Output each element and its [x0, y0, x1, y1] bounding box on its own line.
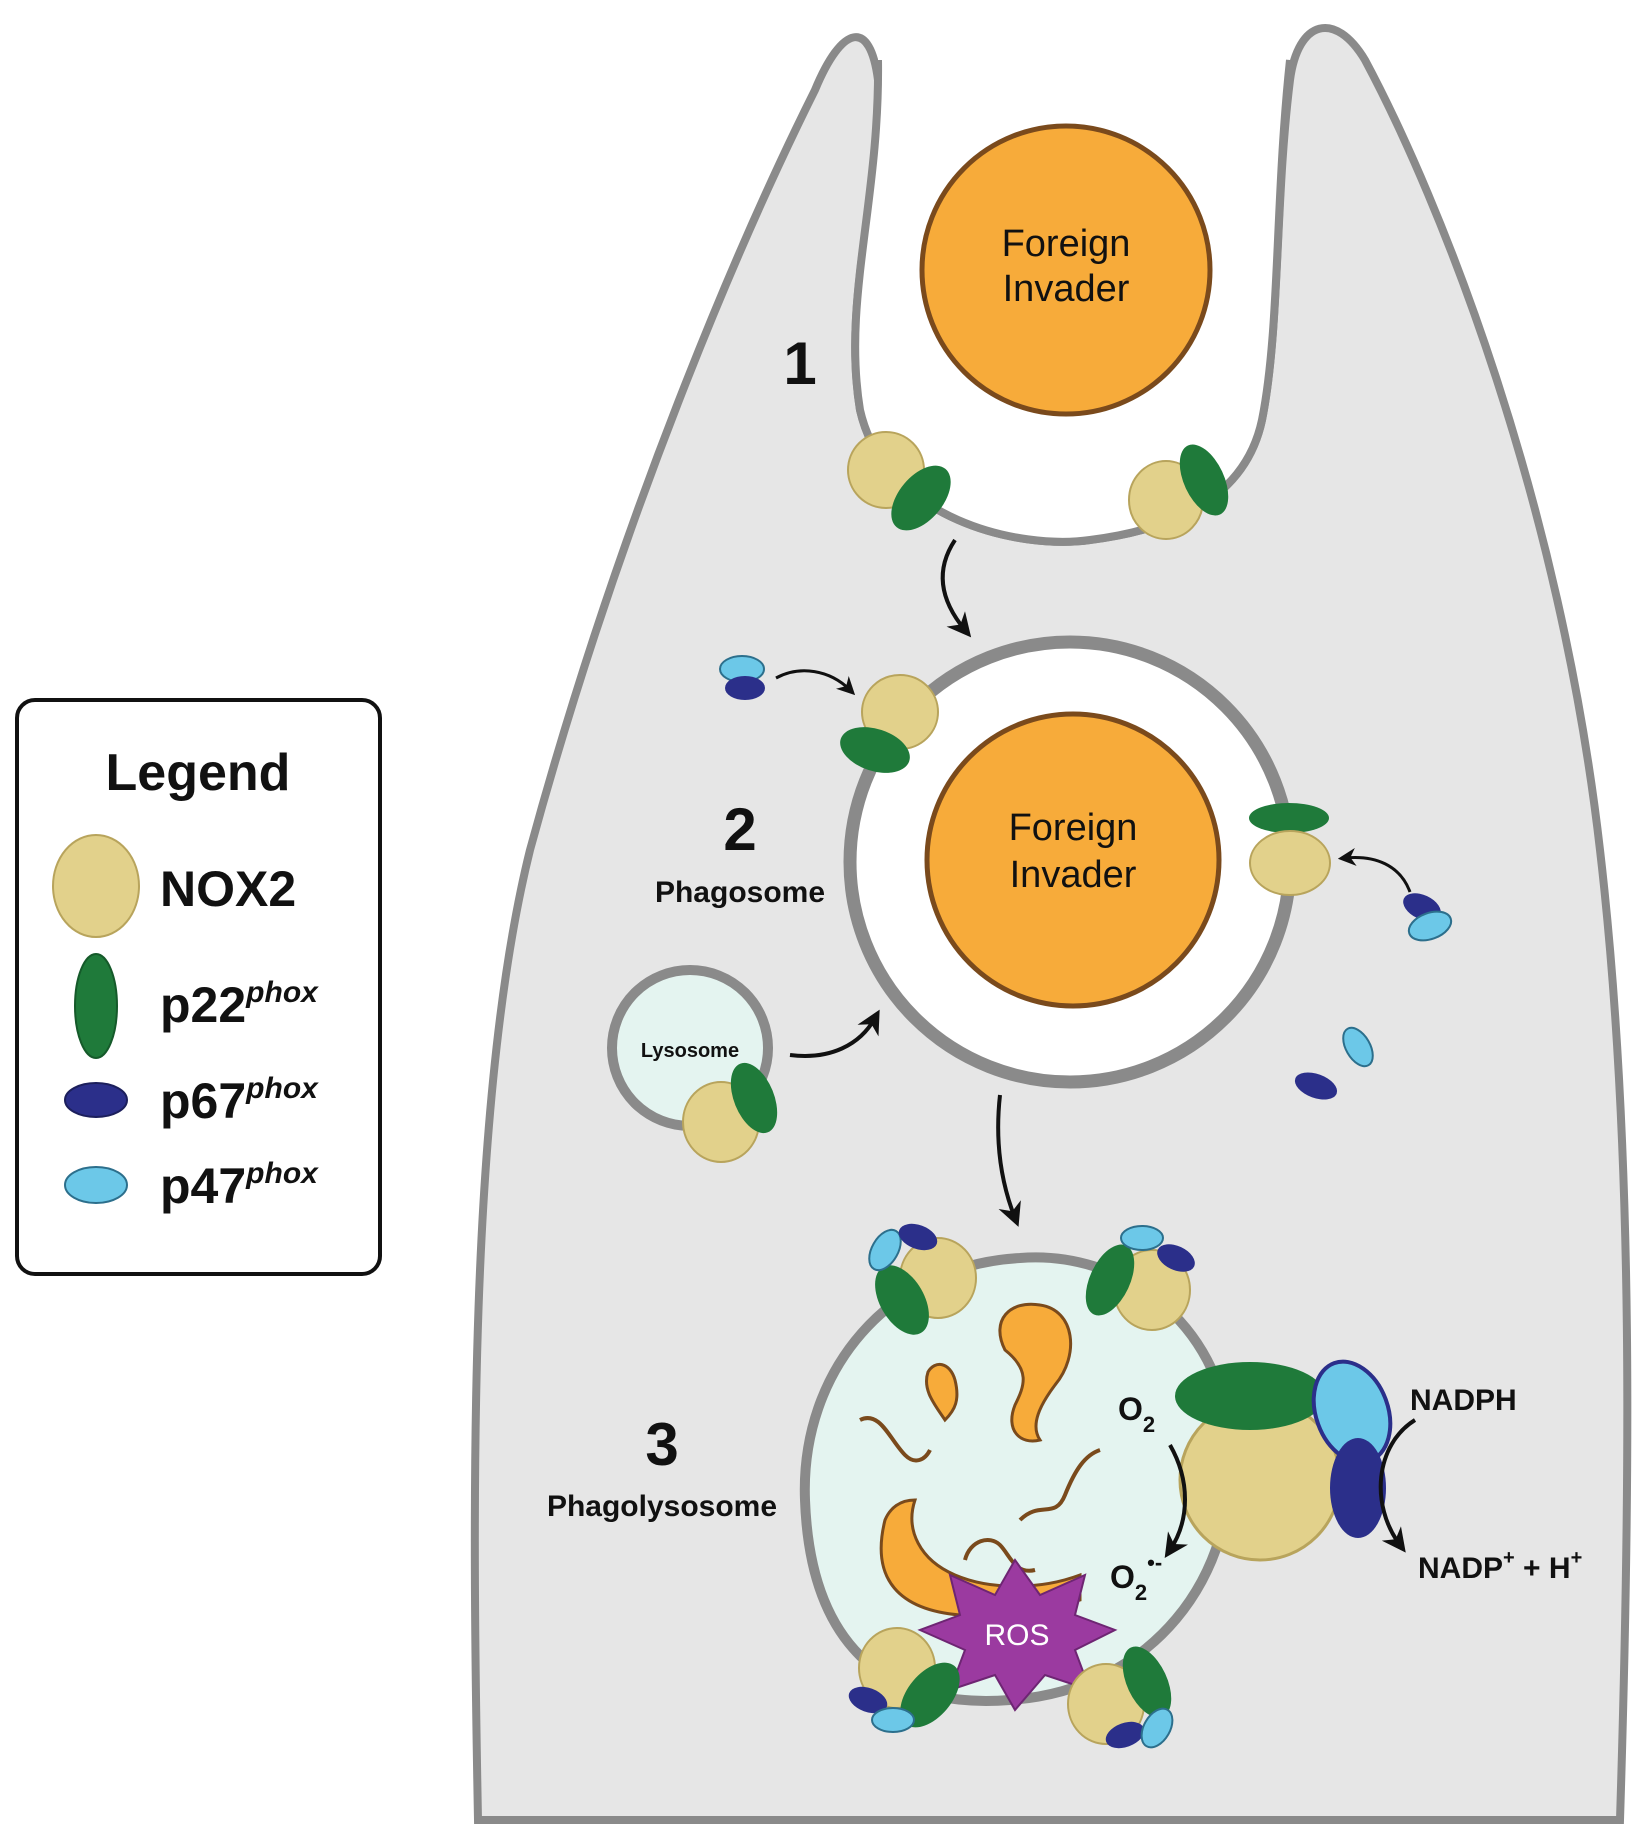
p67-protein: [1294, 1072, 1338, 1100]
superoxide-label: O: [1110, 1559, 1135, 1595]
p67-protein-active: [1330, 1438, 1386, 1538]
p22-protein: [891, 465, 951, 531]
invader-1-line1: Foreign: [1002, 223, 1131, 265]
ros-label: ROS: [984, 1619, 1049, 1652]
legend-p47-label: p47: [160, 1158, 246, 1214]
step-2: Foreign Invader 2 Phagosome Lysosome: [607, 635, 1453, 1163]
legend-p47-sup: phox: [245, 1157, 319, 1190]
step-2-number: 2: [723, 796, 756, 863]
p22-protein: [1179, 444, 1229, 516]
foreign-invader-2: [924, 711, 1222, 1009]
p22-protein: [875, 1265, 929, 1335]
invader-fragment: [998, 1302, 1072, 1443]
p47-protein: [1120, 1225, 1164, 1251]
step-1: Foreign Invader 1: [783, 123, 1229, 540]
step-1-number: 1: [783, 330, 816, 397]
legend-nox2-label: NOX2: [160, 861, 296, 917]
superoxide-sub: 2: [1135, 1580, 1147, 1605]
p22-protein-active: [1175, 1362, 1325, 1430]
o2-sub: 2: [1143, 1412, 1155, 1437]
legend-p67-icon: [64, 1082, 128, 1118]
p47-protein: [1140, 1707, 1174, 1749]
p67-protein: [898, 1223, 938, 1251]
nadph-label: NADPH: [1410, 1384, 1517, 1417]
o2-label: O: [1118, 1391, 1143, 1427]
legend-p22-label: p22: [160, 977, 246, 1033]
p67-protein: [1157, 1244, 1195, 1272]
p22-protein: [1085, 1244, 1135, 1316]
h-label: + H: [1515, 1552, 1571, 1585]
ros-burst: [917, 1558, 1118, 1712]
p22-protein: [1122, 1646, 1172, 1718]
invader-fragment: [925, 1363, 959, 1423]
p47-protein: [1342, 1026, 1374, 1068]
phagosome-label: Phagosome: [655, 876, 825, 909]
p47-protein: [871, 1707, 915, 1733]
phagolysosome-label: Phagolysosome: [547, 1490, 777, 1523]
legend-p22-icon: [74, 953, 118, 1059]
invader-1-line2: Invader: [1003, 268, 1130, 310]
svg-text:O2•-: O2•-: [1110, 1550, 1162, 1605]
p47-protein: [868, 1228, 902, 1272]
p22-protein: [840, 727, 910, 773]
svg-text:NADP+ + H+: NADP+ + H+: [1418, 1547, 1582, 1585]
svg-text:O2: O2: [1118, 1391, 1155, 1437]
p22-protein: [730, 1062, 778, 1134]
nadp-label: NADP: [1418, 1552, 1503, 1585]
step-3: 3 Phagolysosome ROS O2 O2•- NADPH NADP+ …: [547, 1223, 1582, 1749]
nadp-sup: +: [1503, 1547, 1515, 1569]
legend-p67-sup: phox: [245, 1072, 319, 1105]
h-sup: +: [1571, 1547, 1583, 1569]
nadph-to-nadp-arrow: [1378, 1418, 1417, 1553]
svg-text:p47phox: p47phox: [160, 1157, 319, 1214]
invader-2-line2: Invader: [1010, 854, 1137, 896]
legend-p67-label: p67: [160, 1073, 246, 1129]
nox2-protein: [1249, 830, 1331, 896]
p67-protein: [1105, 1721, 1145, 1749]
svg-text:p22phox: p22phox: [160, 976, 319, 1033]
step-3-number: 3: [645, 1411, 678, 1478]
legend-box: Legend NOX2 p22phox p67phox p47phox: [15, 698, 382, 1276]
legend-nox2-icon: [52, 834, 140, 938]
legend-p47-icon: [64, 1166, 128, 1204]
lysosome-label: Lysosome: [641, 1040, 739, 1062]
arrow-1-to-2: [940, 538, 972, 638]
p22-protein: [900, 1662, 960, 1728]
invader-2-line1: Foreign: [1009, 807, 1138, 849]
arrow-2-to-3: [996, 1094, 1021, 1227]
p47-protein: [1407, 910, 1453, 942]
p67-protein: [725, 676, 765, 700]
foreign-invader-1: [919, 123, 1213, 417]
p22-protein: [1249, 803, 1329, 833]
p67-protein: [848, 1686, 888, 1714]
superoxide-sup: •-: [1147, 1550, 1162, 1575]
svg-text:p67phox: p67phox: [160, 1072, 319, 1129]
o2-to-superoxide-arrow: [1164, 1444, 1188, 1558]
svg-text:NOX2: NOX2: [160, 861, 296, 917]
legend-title: Legend: [106, 744, 291, 802]
legend-p22-sup: phox: [245, 976, 319, 1009]
